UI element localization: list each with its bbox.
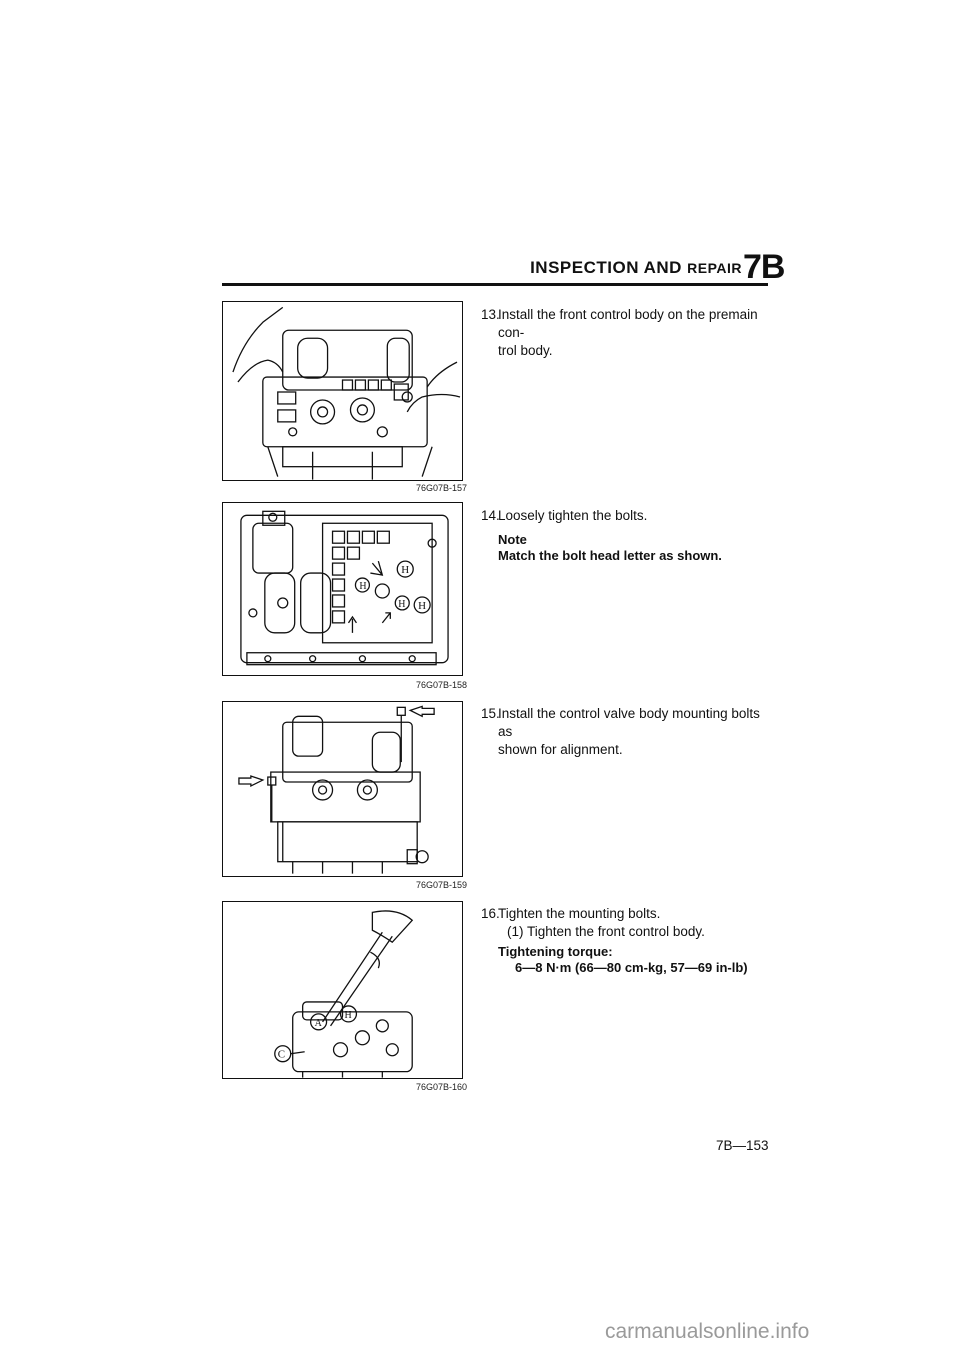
step-line: Tighten the mounting bolts. xyxy=(498,906,661,921)
bolt-letter-h: H xyxy=(401,564,409,576)
section-title: INSPECTION AND REPAIR xyxy=(530,258,742,278)
step-14: 14. Loosely tighten the bolts. xyxy=(481,507,766,525)
valve-body-side-illustration xyxy=(238,705,435,874)
valve-body-top-illustration: H H H H xyxy=(240,510,449,666)
bolt-letter-h-4: H xyxy=(418,600,426,612)
step-line: shown for alignment. xyxy=(498,742,623,757)
figure-tighten-bolts: A H C xyxy=(222,901,463,1079)
figure-bolt-letters: H H H H xyxy=(222,502,463,676)
bolt-letter-c: C xyxy=(278,1049,285,1061)
watermark: carmanualsonline.info xyxy=(605,1320,810,1343)
header-rule xyxy=(222,283,768,286)
figure-id: 76G07B-159 xyxy=(416,880,468,890)
step-substep: (1) Tighten the front control body. xyxy=(507,924,705,939)
figure-id: 76G07B-160 xyxy=(416,1082,468,1092)
bolt-letter-a: A xyxy=(315,1018,323,1029)
step-number: 15. xyxy=(481,706,500,721)
step-line: Install the control valve body mounting … xyxy=(498,706,760,739)
section-title-part2: REPAIR xyxy=(687,260,742,276)
step-line: Install the front control body on the pr… xyxy=(498,307,758,340)
figure-id: 76G07B-158 xyxy=(416,680,468,690)
torque-value: 6—8 N·m (66—80 cm-kg, 57—69 in-lb) xyxy=(515,960,748,975)
section-title-part1: INSPECTION AND xyxy=(530,258,682,277)
step-line: trol body. xyxy=(498,343,553,358)
valve-body-illustration xyxy=(232,306,461,480)
note-text: Match the bolt head letter as shown. xyxy=(498,548,722,563)
figure-id: 76G07B-157 xyxy=(416,483,468,493)
step-13: 13. Install the front control body on th… xyxy=(481,306,766,360)
torque-spec: Tightening torque: 6—8 N·m (66—80 cm-kg,… xyxy=(498,944,748,976)
bolt-letter-h-fig4: H xyxy=(344,1010,351,1021)
step-line: Loosely tighten the bolts. xyxy=(498,508,648,523)
figure-front-control-body-install xyxy=(222,301,463,481)
torque-wrench-illustration: A H C xyxy=(274,910,414,1078)
chapter-number: 7B xyxy=(743,248,785,286)
step-16: 16. Tighten the mounting bolts. (1) Tigh… xyxy=(481,905,766,941)
torque-label: Tightening torque: xyxy=(498,944,613,959)
bolt-letter-h-3: H xyxy=(398,599,405,610)
step-number: 14. xyxy=(481,508,500,523)
note-label: Note xyxy=(498,532,527,547)
step-number: 16. xyxy=(481,906,500,921)
step-15: 15. Install the control valve body mount… xyxy=(481,705,766,759)
bolt-letter-h-2: H xyxy=(359,581,366,592)
note-block: Note Match the bolt head letter as shown… xyxy=(498,532,722,564)
step-number: 13. xyxy=(481,307,500,322)
page-number: 7B—153 xyxy=(716,1138,769,1153)
figure-alignment-bolts xyxy=(222,701,463,877)
